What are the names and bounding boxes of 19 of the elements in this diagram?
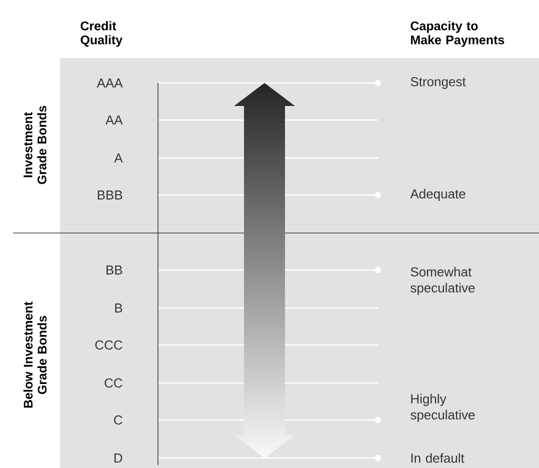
group-label: Investment Grade Bonds (24, 106, 46, 184)
rating-label: C (114, 415, 122, 425)
column-heading: Capacity to Make Payments (410, 21, 504, 47)
rating-label: AAA (96, 78, 123, 88)
capacity-label: Strongest (410, 77, 466, 89)
rating-label: BBB (98, 190, 122, 200)
rating-label: B (115, 304, 122, 312)
rating-label: BB (106, 266, 122, 274)
capacity-label: Highly speculative (410, 394, 475, 422)
rating-label: D (114, 454, 122, 462)
rating-label: A (114, 154, 123, 162)
rating-label: AA (106, 116, 123, 124)
capacity-label: In default (411, 453, 464, 463)
capacity-label: Adequate (410, 188, 466, 202)
rating-label: CC (104, 378, 122, 388)
rating-label: CCC (95, 340, 122, 350)
column-heading: Credit Quality (80, 21, 123, 47)
group-label: Below Investment Grade Bonds (23, 302, 47, 408)
capacity-label: Somewhat speculative (410, 266, 475, 296)
